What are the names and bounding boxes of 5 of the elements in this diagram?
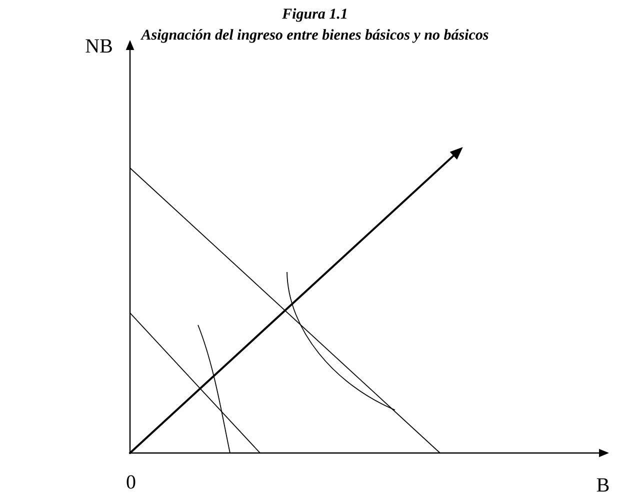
axis-label: B: [596, 478, 609, 492]
origin-label: 0: [126, 475, 136, 489]
figure-title: Figura 1.1: [282, 8, 346, 22]
axis-label: NB: [86, 39, 112, 53]
figure-caption: Asignación del ingreso entre bienes básicos y no básicos: [140, 29, 488, 43]
